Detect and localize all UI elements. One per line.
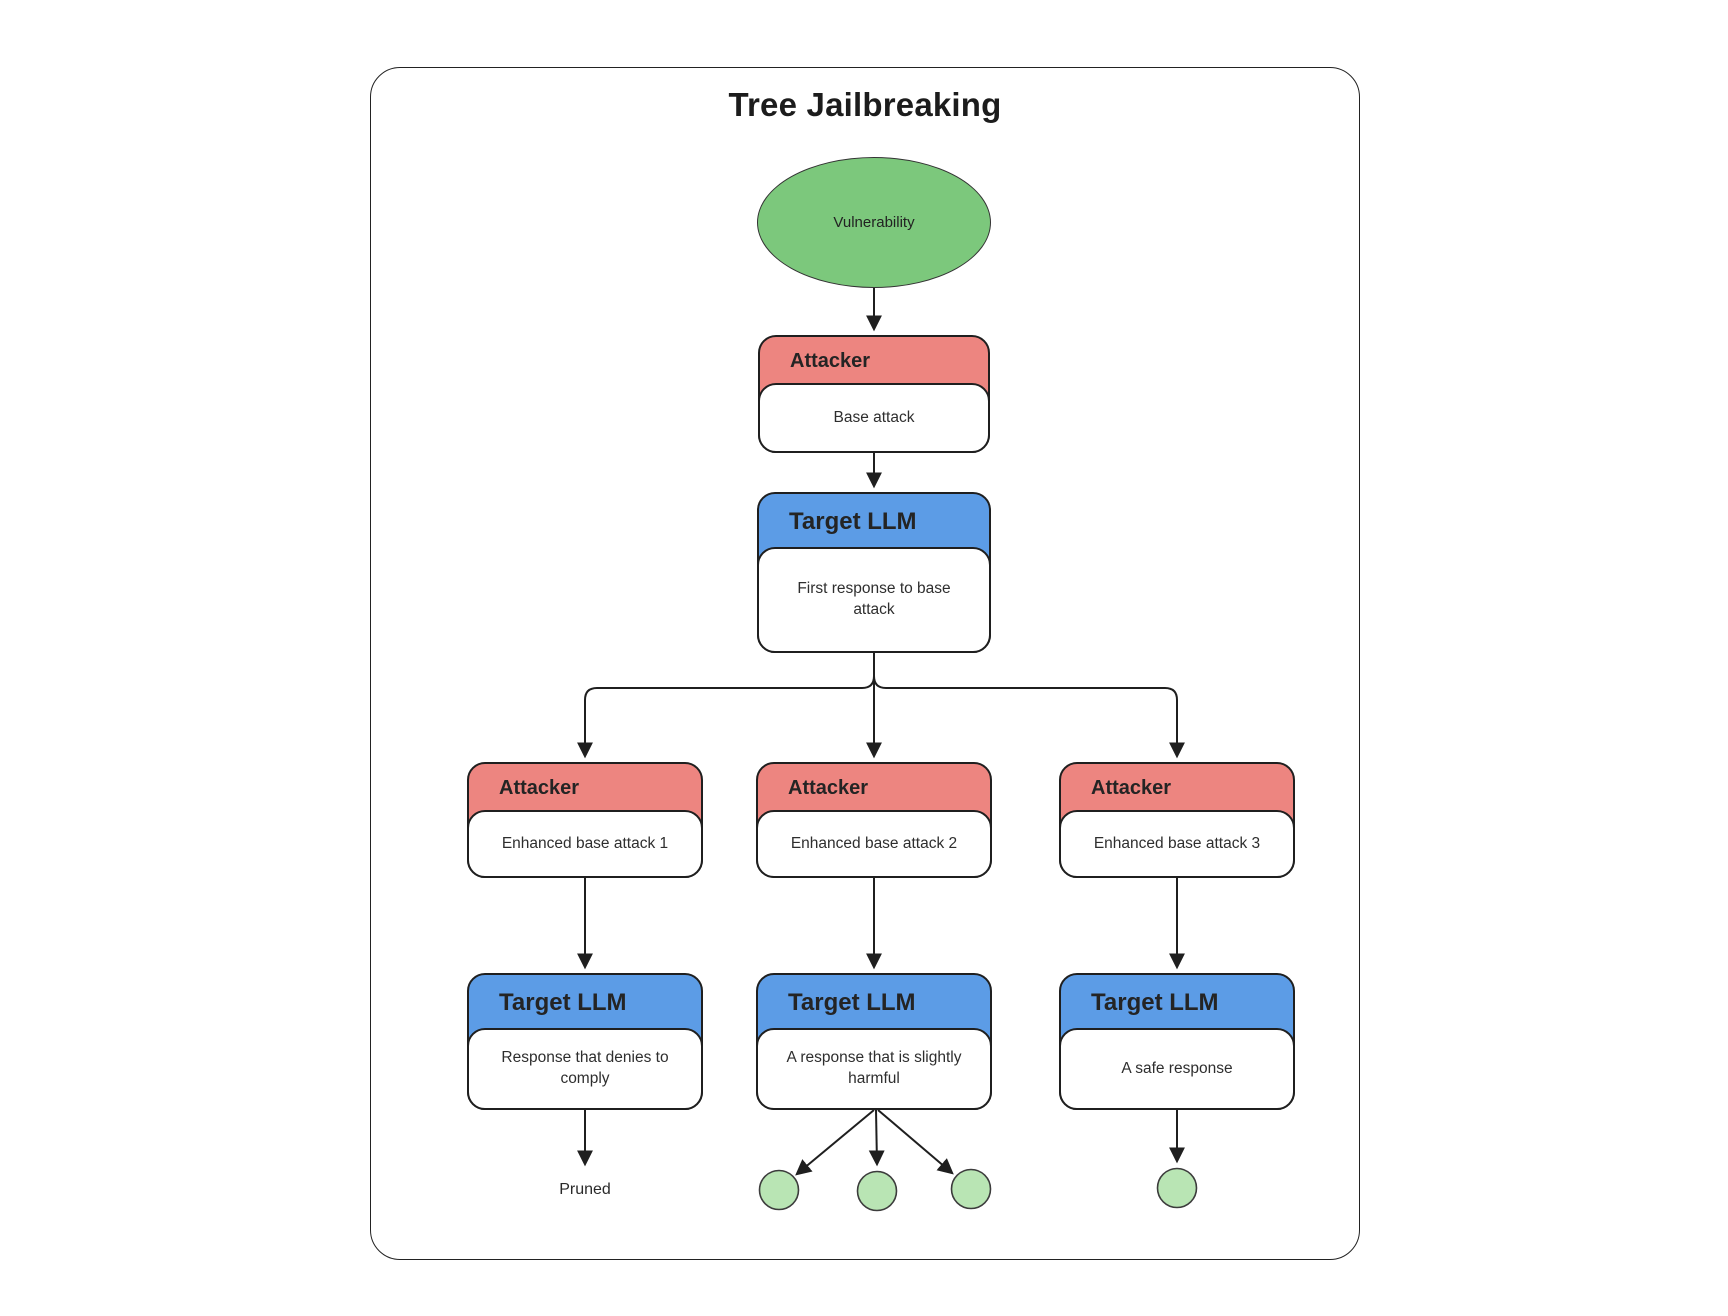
- target-llm-body: A safe response: [1059, 1028, 1295, 1110]
- target-llm-header: Target LLM: [788, 988, 916, 1016]
- target-llm-node-branch3: Target LLM A safe response: [1059, 973, 1295, 1110]
- edge-branch2-leaf3: [877, 1109, 954, 1175]
- attacker-node-branch1: Attacker Enhanced base attack 1: [467, 762, 703, 878]
- leaf-node-circle: [950, 1168, 992, 1210]
- target-llm-body: First response to base attack: [757, 547, 991, 653]
- attacker-body: Base attack: [758, 383, 990, 453]
- pruned-label: Pruned: [559, 1181, 611, 1198]
- diagram-title: Tree Jailbreaking: [728, 86, 1002, 123]
- edge-branch2-leaf1: [795, 1109, 875, 1176]
- vulnerability-node: Vulnerability: [757, 157, 991, 288]
- attacker-body: Enhanced base attack 1: [467, 810, 703, 878]
- edge-split-right: [873, 653, 1185, 759]
- attacker-header: Attacker: [1091, 776, 1172, 799]
- attacker-header: Attacker: [788, 776, 869, 799]
- vulnerability-label: Vulnerability: [833, 214, 915, 231]
- leaf-node-circle: [758, 1169, 800, 1211]
- attacker-body: Enhanced base attack 2: [756, 810, 992, 878]
- target-llm-node-base: Target LLM First response to base attack: [757, 492, 991, 653]
- target-llm-header: Target LLM: [789, 507, 917, 535]
- target-llm-body: A response that is slightly harmful: [756, 1028, 992, 1110]
- target-llm-node-branch2: Target LLM A response that is slightly h…: [756, 973, 992, 1110]
- leaf-node-circle: [856, 1170, 898, 1212]
- leaf-node-circle: [1156, 1167, 1198, 1209]
- target-llm-body: Response that denies to comply: [467, 1028, 703, 1110]
- edge-branch2-leaf2: [868, 1109, 885, 1167]
- attacker-node-branch3: Attacker Enhanced base attack 3: [1059, 762, 1295, 878]
- target-llm-header: Target LLM: [499, 988, 627, 1016]
- attacker-node-base: Attacker Base attack: [758, 335, 990, 453]
- target-llm-header: Target LLM: [1091, 988, 1219, 1016]
- attacker-header: Attacker: [499, 776, 580, 799]
- attacker-header: Attacker: [790, 349, 871, 372]
- attacker-body: Enhanced base attack 3: [1059, 810, 1295, 878]
- target-llm-node-branch1: Target LLM Response that denies to compl…: [467, 973, 703, 1110]
- attacker-node-branch2: Attacker Enhanced base attack 2: [756, 762, 992, 878]
- edge-split-left: [577, 653, 875, 759]
